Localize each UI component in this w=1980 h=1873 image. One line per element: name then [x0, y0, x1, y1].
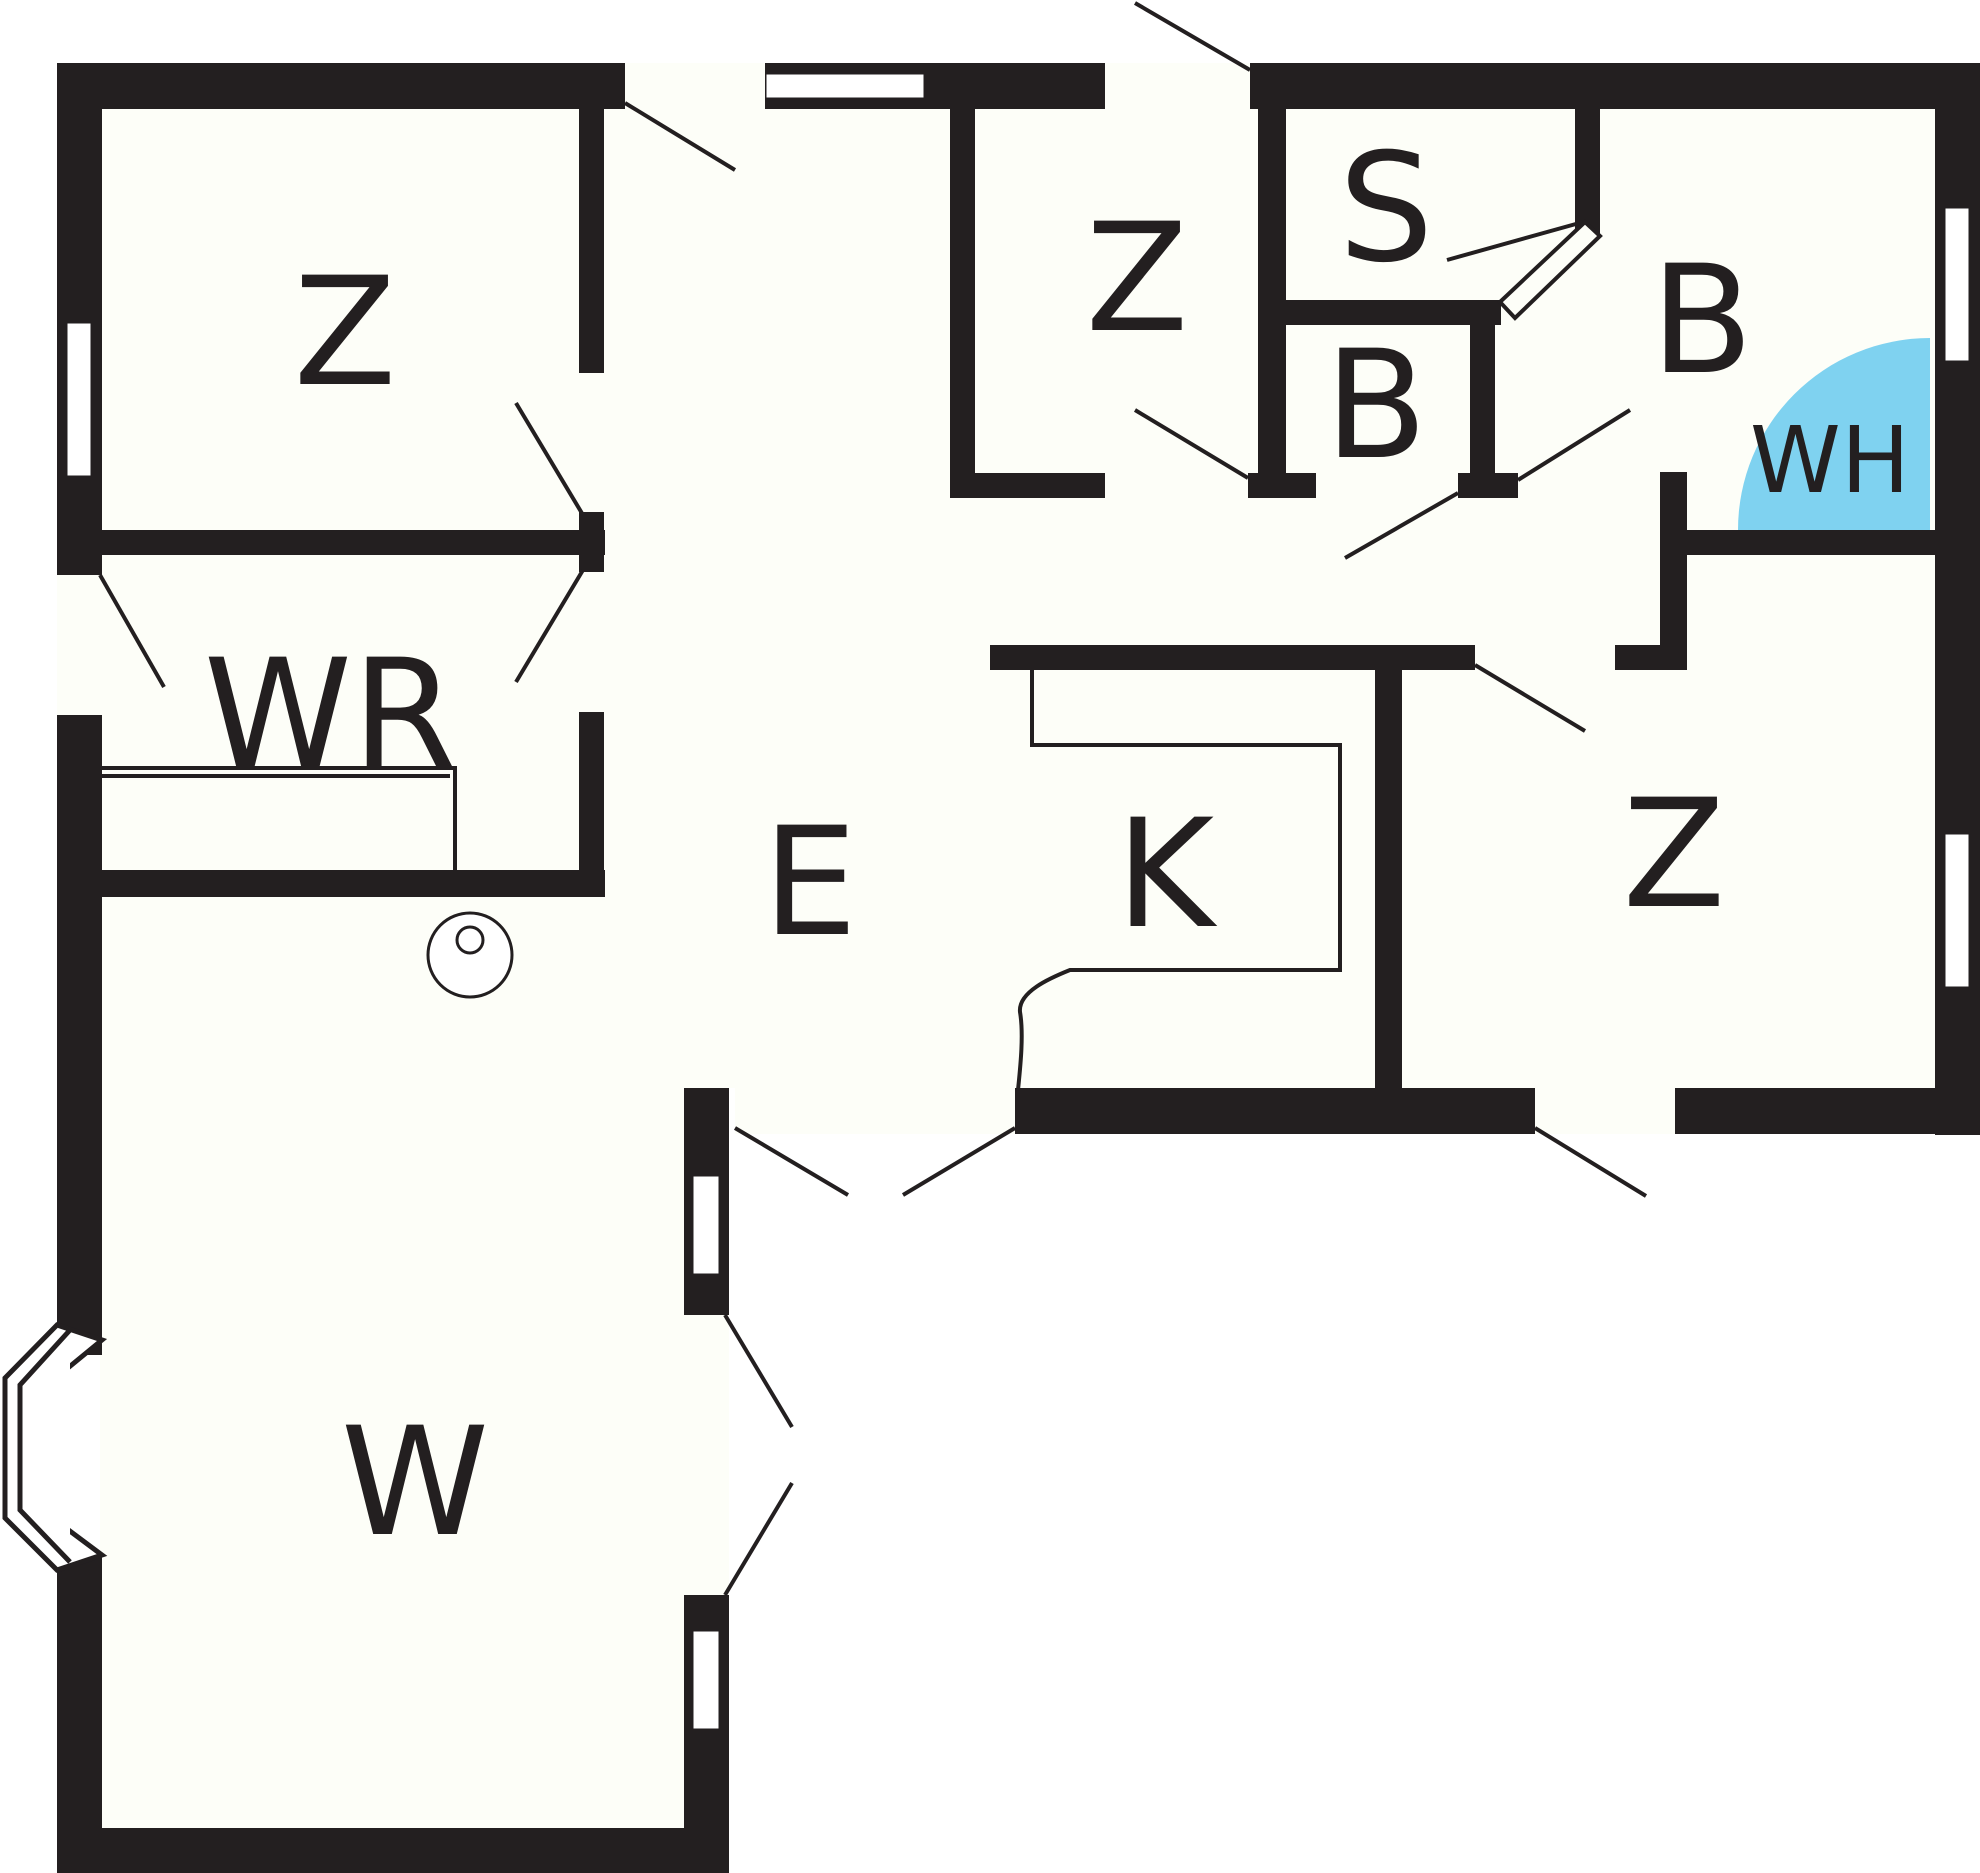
kitchen-counter: [1016, 668, 1342, 1091]
window-north: [763, 71, 927, 101]
label-bedroom-center: Z: [1086, 192, 1189, 366]
window-west-upper: [64, 320, 94, 479]
label-bedroom-nw: Z: [294, 246, 397, 420]
label-bathroom-small: B: [1325, 319, 1428, 493]
door-openings: [57, 63, 1675, 1595]
label-whirlpool: WH: [1750, 407, 1910, 514]
bathroom-diagonal-door: [1497, 219, 1603, 321]
floor: [100, 108, 1936, 1830]
room-labels: Z Z S B B WH WR E K Z W: [204, 122, 1910, 1570]
label-kitchen: K: [1116, 788, 1218, 962]
window-living-right-lower: [690, 1628, 722, 1732]
window-east-lower: [1942, 831, 1972, 990]
label-bathroom-large: B: [1651, 234, 1754, 408]
stove-symbol: [426, 911, 514, 999]
window-living-right-upper: [690, 1173, 722, 1277]
window-east-upper: [1942, 205, 1972, 364]
label-hall: E: [763, 796, 858, 970]
label-utility-room: WR: [204, 628, 457, 802]
label-storage: S: [1338, 122, 1433, 296]
utility-counter: [100, 766, 457, 870]
bay-window: [2, 1322, 108, 1573]
label-bedroom-se: Z: [1623, 768, 1726, 942]
walls: [57, 63, 1980, 1873]
door-swings: [98, 1, 1648, 1597]
windows: [64, 71, 1972, 1732]
whirlpool: [1738, 338, 1930, 530]
label-living-room: W: [341, 1396, 489, 1570]
